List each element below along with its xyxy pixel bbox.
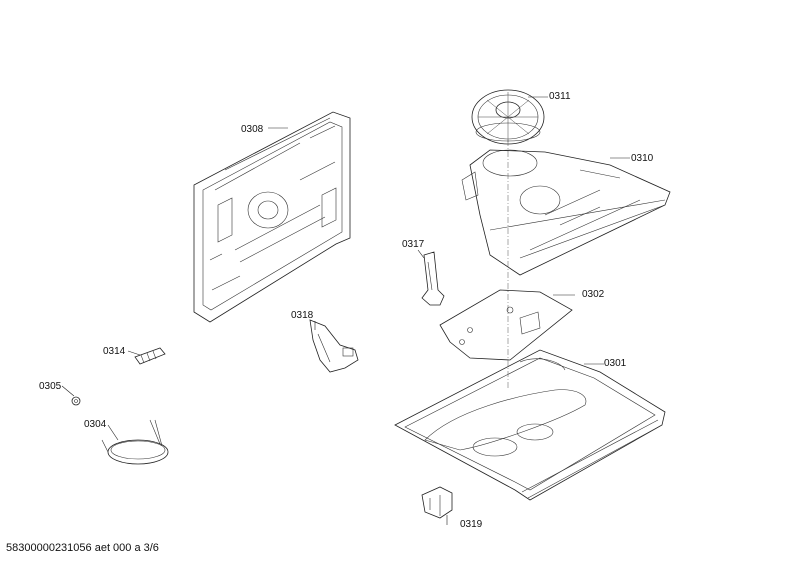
callout-0310[interactable]: 0310: [631, 153, 654, 164]
leader-lines: [61, 96, 630, 525]
part-0304-wire-harness[interactable]: [101, 419, 169, 465]
part-0317-bracket[interactable]: [421, 251, 445, 306]
callout-0311[interactable]: 0311: [549, 91, 571, 102]
callout-0301[interactable]: 0301: [604, 358, 627, 369]
part-0305-clip[interactable]: [71, 396, 81, 406]
callout-0314[interactable]: 0314: [103, 346, 126, 357]
callout-0302[interactable]: 0302: [582, 289, 605, 300]
part-0311-fan-wheel[interactable]: [471, 89, 545, 145]
callout-0318[interactable]: 0318: [291, 310, 314, 321]
part-0302-plate[interactable]: [439, 289, 573, 361]
callout-0308[interactable]: 0308: [241, 124, 264, 135]
part-0308-rear-panel[interactable]: [193, 111, 351, 323]
part-0319-switch[interactable]: [421, 486, 453, 519]
callout-0305[interactable]: 0305: [39, 381, 62, 392]
callout-0304[interactable]: 0304: [84, 419, 107, 430]
part-0314-terminal-block[interactable]: [134, 347, 166, 365]
part-0310-fan-housing[interactable]: [461, 149, 671, 276]
callout-0317[interactable]: 0317: [402, 239, 425, 250]
part-0318-bracket[interactable]: [309, 319, 359, 373]
document-footer: 58300000231056 aet 000 a 3/6: [6, 542, 159, 554]
callout-0319[interactable]: 0319: [460, 519, 483, 530]
part-0301-base-frame[interactable]: [394, 349, 666, 501]
